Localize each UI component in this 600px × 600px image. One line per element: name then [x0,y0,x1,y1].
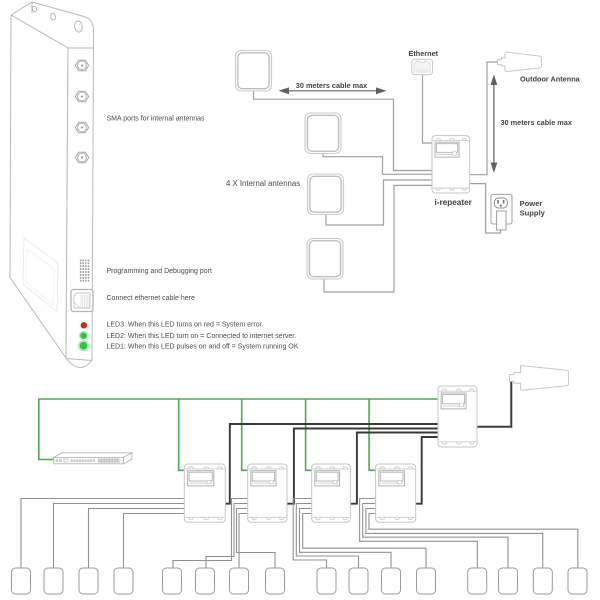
svg-text:SMA ports for internal antenna: SMA ports for internal antennas [107,116,206,123]
svg-text:Supply: Supply [520,209,546,218]
svg-text:Programming and Debugging port: Programming and Debugging port [107,268,213,275]
svg-text:Outdoor Antenna: Outdoor Antenna [520,75,581,84]
svg-text:30 meters cable max: 30 meters cable max [501,118,572,127]
svg-text:i-repeater: i-repeater [435,198,473,207]
svg-text:Ethernet: Ethernet [409,49,439,58]
svg-text:Power: Power [520,199,543,208]
svg-text:30 meters cable max: 30 meters cable max [296,81,367,90]
svg-text:Connect ethernet cable here: Connect ethernet cable here [107,295,195,302]
svg-text:LED3: When this LED turns on: LED3: When this LED turns on red = Syste… [107,322,264,329]
svg-text:4 X Internal antennas: 4 X Internal antennas [226,179,300,188]
svg-text:LED1: When this LED pulses on: LED1: When this LED pulses on and off = … [107,344,299,351]
svg-text:LED2: When this LED turn on =: LED2: When this LED turn on = Connected … [107,333,297,340]
